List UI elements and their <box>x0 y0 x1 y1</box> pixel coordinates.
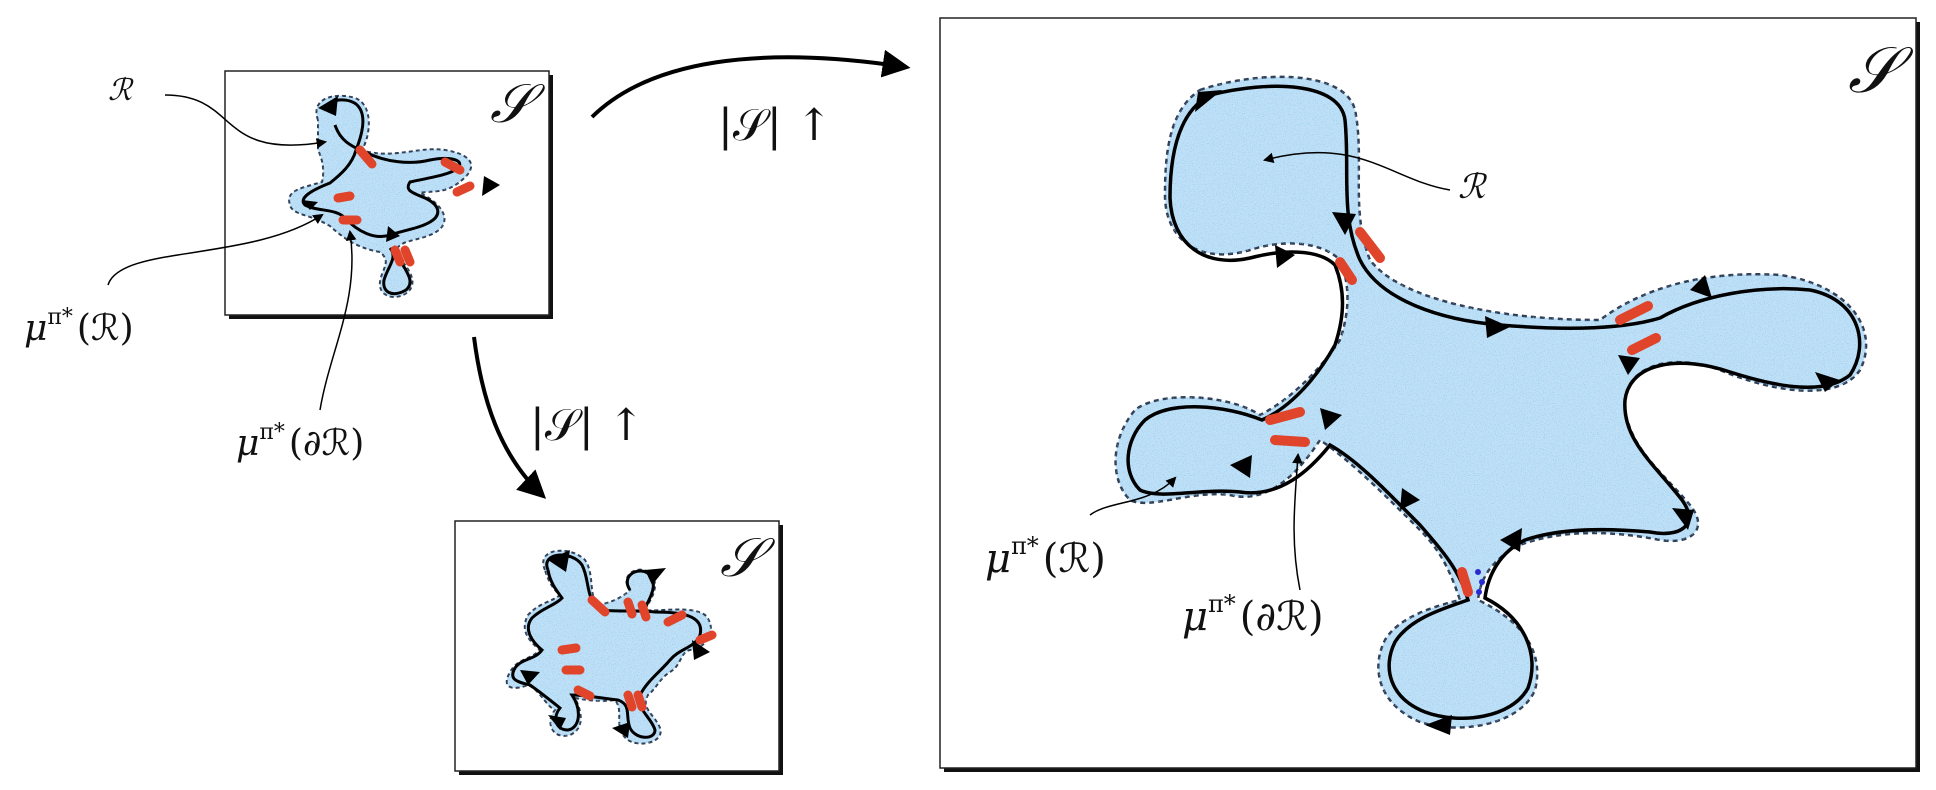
small-measure-region-sup: π* <box>47 305 72 330</box>
large-arrow-marker <box>1400 488 1420 510</box>
large-boundary-marker <box>1265 407 1305 425</box>
small-measure-region-arg: (ℛ) <box>77 308 134 349</box>
large-state-dot <box>1476 589 1482 595</box>
medium-boundary-marker <box>623 690 637 712</box>
medium-boundary-marker <box>663 610 687 627</box>
large-trajectory <box>1126 84 1862 720</box>
small-arrow-marker-1 <box>318 96 338 116</box>
large-state-dot <box>1479 579 1485 585</box>
small-measure-region-leader <box>107 213 324 286</box>
growth-arrow-down-curve <box>472 336 547 499</box>
large-measure-region-arg: (ℛ) <box>1043 536 1106 582</box>
small-boundary-marker <box>440 157 465 175</box>
large-arrow-marker <box>1500 528 1522 552</box>
large-region-label: ℛ <box>1458 167 1488 207</box>
large-boundary-marker <box>1335 257 1357 285</box>
small-arrow-marker-4 <box>386 226 400 242</box>
small-boundary-marker <box>452 181 475 197</box>
medium-boundary-marker <box>623 597 637 619</box>
small-measure-boundary-leader <box>319 229 357 411</box>
large-measure-boundary-sup: π* <box>1208 590 1236 618</box>
small-measure-boundary-label: μπ*(∂ℛ) <box>236 420 364 464</box>
large-arrow-marker <box>1425 715 1452 735</box>
large-measure-boundary-label: μπ*(∂ℛ) <box>1182 590 1324 640</box>
medium-arrow-marker-3 <box>692 640 710 660</box>
large-boundary-marker <box>1627 333 1661 355</box>
small-measure-region-label: μπ*(ℛ) <box>24 305 134 349</box>
large-measure-boundary-leader <box>1292 452 1303 591</box>
medium-arrow-marker-1 <box>548 550 570 572</box>
large-annotations: ℛ μπ*(ℛ) μπ*(∂ℛ) <box>985 151 1488 640</box>
growth-label-right: |𝒮| ↑ <box>718 100 833 151</box>
medium-boundary-markers <box>557 595 717 712</box>
medium-boundary-marker <box>573 685 595 701</box>
small-region-fill <box>289 95 472 297</box>
large-boundary-markers <box>1265 227 1661 597</box>
large-arrow-marker <box>1618 355 1640 375</box>
small-region-leader <box>164 94 328 149</box>
large-measure-boundary-base: μ <box>1182 594 1208 640</box>
medium-boundary-marker <box>633 690 647 712</box>
large-arrow-marker <box>1690 275 1712 298</box>
small-boundary-marker <box>390 245 405 267</box>
large-arrow-marker <box>1815 372 1840 392</box>
large-measure-region-base: μ <box>985 536 1011 582</box>
small-measure-region-base: μ <box>24 308 47 349</box>
medium-boundary-marker <box>637 600 651 622</box>
small-measure-boundary-base: μ <box>236 423 259 464</box>
small-arrow-marker-3 <box>302 200 318 210</box>
medium-trajectory <box>511 553 703 739</box>
large-arrow-marker <box>1195 90 1222 112</box>
growth-arrow-right-curve <box>590 49 911 119</box>
large-boundary-marker <box>1457 567 1473 597</box>
medium-arrow-marker-5 <box>548 715 566 730</box>
large-boundary-marker <box>1355 227 1385 263</box>
large-measure-region-sup: π* <box>1011 532 1039 560</box>
large-measure-region-leader <box>1089 476 1177 516</box>
large-measure-boundary-arg: (∂ℛ) <box>1240 594 1324 640</box>
small-region-label: ℛ <box>108 73 134 108</box>
large-measure-region-label: μπ*(ℛ) <box>985 532 1106 582</box>
large-boundary-marker <box>1615 301 1653 325</box>
growth-arrow-right: |𝒮| ↑ <box>590 49 911 151</box>
large-arrow-markers <box>1195 90 1840 735</box>
medium-arrow-marker-6 <box>612 722 630 738</box>
growth-arrow-down: |𝒮| ↑ <box>472 336 645 499</box>
large-region-leader <box>1262 151 1451 191</box>
small-annotations: ℛ μπ*(ℛ) μπ*(∂ℛ) <box>24 73 364 464</box>
medium-region-fill <box>506 550 711 744</box>
small-boundary-markers <box>333 145 475 267</box>
medium-boundary-marker <box>557 643 581 655</box>
large-arrow-marker <box>1275 245 1295 268</box>
small-trajectory-loop <box>382 247 412 296</box>
medium-boundary-marker <box>587 595 610 617</box>
large-region <box>1114 75 1868 729</box>
large-arrow-marker <box>1332 212 1356 235</box>
medium-arrow-marker-2 <box>645 568 666 585</box>
large-arrow-marker <box>1672 508 1694 530</box>
large-state-dots <box>1475 569 1485 595</box>
large-boundary-marker <box>1270 435 1310 447</box>
small-arrow-marker-2 <box>482 176 500 196</box>
small-measure-boundary-sup: π* <box>259 420 284 445</box>
medium-frame-group: 𝒮 <box>454 520 783 775</box>
small-frame-group: 𝒮 <box>224 70 553 319</box>
small-boundary-marker <box>333 191 355 203</box>
growth-label-down: |𝒮| ↑ <box>530 400 645 451</box>
medium-arrow-marker-4 <box>520 670 540 685</box>
large-state-dot <box>1475 569 1481 575</box>
large-frame-group: 𝒮 <box>939 17 1920 772</box>
small-boundary-marker <box>355 145 377 169</box>
small-boundary-marker <box>400 245 415 267</box>
large-region-fill <box>1115 76 1867 728</box>
large-arrow-marker <box>1230 455 1252 478</box>
small-trajectory <box>301 98 462 238</box>
large-arrow-marker <box>1485 316 1510 338</box>
small-measure-boundary-arg: (∂ℛ) <box>289 423 364 464</box>
large-arrow-marker <box>1320 408 1342 430</box>
medium-boundary-marker <box>695 630 717 645</box>
